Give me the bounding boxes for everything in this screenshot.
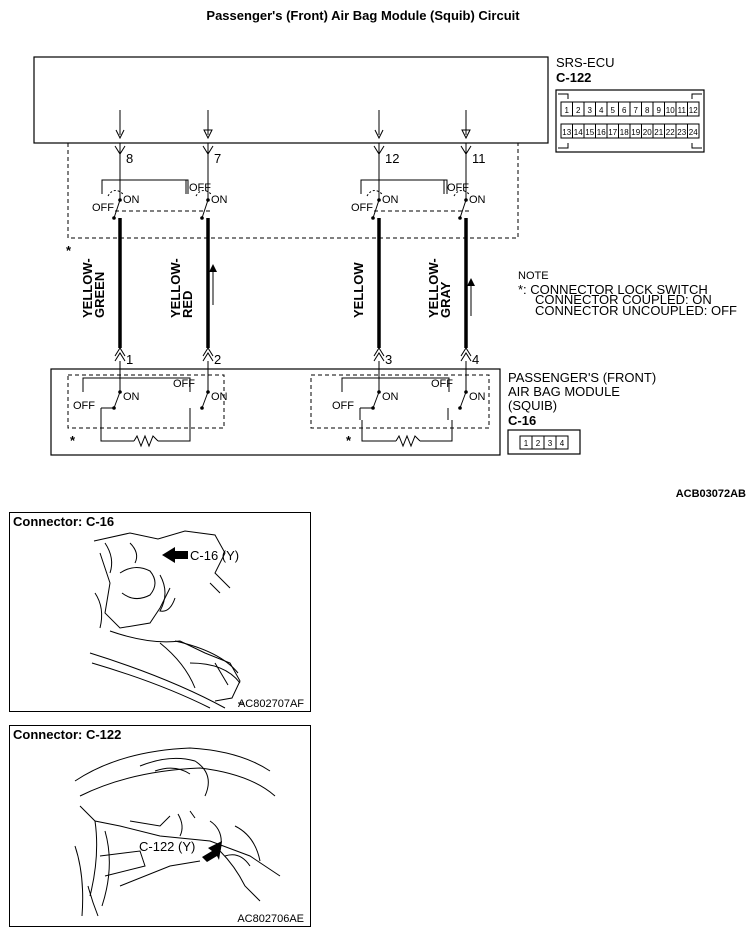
ecu-pin-number: 8: [126, 151, 133, 166]
ecu-pin-top: 9: [657, 106, 662, 115]
module-pin-number: 4: [472, 352, 479, 367]
ecu-pin-top: 1: [565, 106, 570, 115]
ecu-pin-number: 7: [214, 151, 221, 166]
connector-c16-title: Connector: C-16: [13, 514, 115, 529]
wire-color-label: YELLOW-: [80, 258, 95, 318]
connector-c122-arrow: [202, 841, 222, 862]
connector-c122-illustration: C-122 (Y): [74, 747, 281, 917]
wire-color-label-2: GREEN: [92, 272, 107, 318]
switch-off-label: OFF: [92, 202, 114, 214]
module-pin-number: 2: [214, 352, 221, 367]
module-pin-number: 3: [385, 352, 392, 367]
ecu-pin-number: 11: [472, 151, 486, 166]
ecu-pin-bottom: 18: [620, 128, 629, 137]
srs-ecu-box: [33, 56, 549, 144]
srs-ecu-connector-label: C-122: [556, 70, 591, 85]
ecu-pin-bottom: 16: [597, 128, 606, 137]
diagram-title: Passenger's (Front) Air Bag Module (Squi…: [206, 8, 520, 23]
module-switch-on-label: ON: [211, 391, 228, 403]
module-name-line1: PASSENGER'S (FRONT): [508, 370, 656, 385]
squib-right: [361, 420, 453, 448]
module-switch-on-label: ON: [382, 391, 399, 403]
module-switch-on-label: ON: [123, 391, 140, 403]
wire-color-label: YELLOW: [351, 262, 366, 318]
wire-color-label-2: RED: [180, 291, 195, 318]
airbag-module-box: [50, 368, 501, 456]
module-connector-label: C-16: [508, 413, 536, 428]
module-asterisk-left: *: [70, 433, 76, 448]
module-name-line2: AIR BAG MODULE: [508, 384, 620, 399]
ecu-pin-top: 3: [588, 106, 593, 115]
note-line3: CONNECTOR UNCOUPLED: OFF: [535, 303, 737, 318]
module-switch-off-label: OFF: [332, 400, 354, 412]
module-pin: 4: [560, 439, 565, 448]
ecu-pin-bottom: 13: [562, 128, 571, 137]
connector-c122-code: AC802706AE: [237, 913, 304, 925]
switch-on-label: ON: [382, 194, 399, 206]
module-pin: 3: [548, 439, 553, 448]
switch-off-label: OFF: [351, 202, 373, 214]
ecu-pin-bottom: 21: [654, 128, 663, 137]
ecu-pin-top: 7: [634, 106, 639, 115]
ecu-pin-bottom: 14: [574, 128, 583, 137]
figure-code: ACB03072AB: [676, 488, 746, 500]
ecu-pin-bottom: 24: [689, 128, 698, 137]
module-pin: 2: [536, 439, 541, 448]
connector-c16-arrow: [162, 547, 188, 563]
ecu-pin-top: 11: [678, 106, 687, 115]
ecu-asterisk: *: [66, 243, 72, 258]
connector-c122-callout: C-122 (Y): [139, 839, 195, 854]
ecu-pin-bottom: 22: [666, 128, 675, 137]
ecu-pin-bottom: 17: [608, 128, 617, 137]
switch-on-label: ON: [123, 194, 140, 206]
module-asterisk-right: *: [346, 433, 352, 448]
module-switch-on-label: ON: [469, 391, 486, 403]
srs-ecu-label: SRS-ECU: [556, 55, 615, 70]
ecu-pin-top: 8: [645, 106, 650, 115]
module-switch-off-label: OFF: [431, 378, 453, 390]
switch-on-label: ON: [211, 194, 228, 206]
module-lock-switch-right: [310, 374, 490, 429]
note-heading: NOTE: [518, 270, 549, 282]
connector-c122-panel: Connector: C-122 C-122 (Y) AC802706AE: [9, 725, 311, 927]
ecu-pin-number: 12: [385, 151, 399, 166]
module-switch-off-label: OFF: [173, 378, 195, 390]
module-lock-switch-left: [67, 374, 225, 429]
ecu-pin-top: 12: [689, 106, 698, 115]
connector-c16-illustration: C-16 (Y): [89, 530, 244, 709]
module-pin-number: 1: [126, 352, 133, 367]
ecu-pin-bottom: 23: [677, 128, 686, 137]
ecu-pin-top: 10: [666, 106, 675, 115]
wire-color-label: YELLOW-: [168, 258, 183, 318]
ecu-pin-top: 4: [599, 106, 604, 115]
note-line2: CONNECTOR COUPLED: ON: [535, 292, 712, 307]
squib-left: [100, 420, 191, 448]
ecu-pin-top: 5: [611, 106, 616, 115]
connector-c16-panel: Connector: C-16 C-16 (Y) AC802707AF: [9, 512, 311, 712]
switch-off-label: OFF: [447, 182, 469, 194]
note-line1: *: CONNECTOR LOCK SWITCH: [518, 282, 708, 297]
connector-c16-code: AC802707AF: [237, 698, 304, 710]
ecu-pin-top: 2: [576, 106, 581, 115]
ecu-pin-bottom: 15: [585, 128, 594, 137]
module-name-line3: (SQUIB): [508, 398, 557, 413]
circuit-diagram: Passenger's (Front) Air Bag Module (Squi…: [33, 8, 746, 500]
ecu-pin-bottom: 19: [631, 128, 640, 137]
module-pin: 1: [524, 439, 529, 448]
wire-color-label-2: GRAY: [438, 281, 453, 318]
switch-on-label: ON: [469, 194, 486, 206]
connector-c122-title: Connector: C-122: [13, 727, 122, 742]
wire-color-label: YELLOW-: [426, 258, 441, 318]
switch-off-label: OFF: [189, 182, 211, 194]
module-switch-off-label: OFF: [73, 400, 95, 412]
ecu-pin-bottom: 20: [643, 128, 652, 137]
connector-c16-callout: C-16 (Y): [190, 548, 239, 563]
ecu-pin-top: 6: [622, 106, 627, 115]
